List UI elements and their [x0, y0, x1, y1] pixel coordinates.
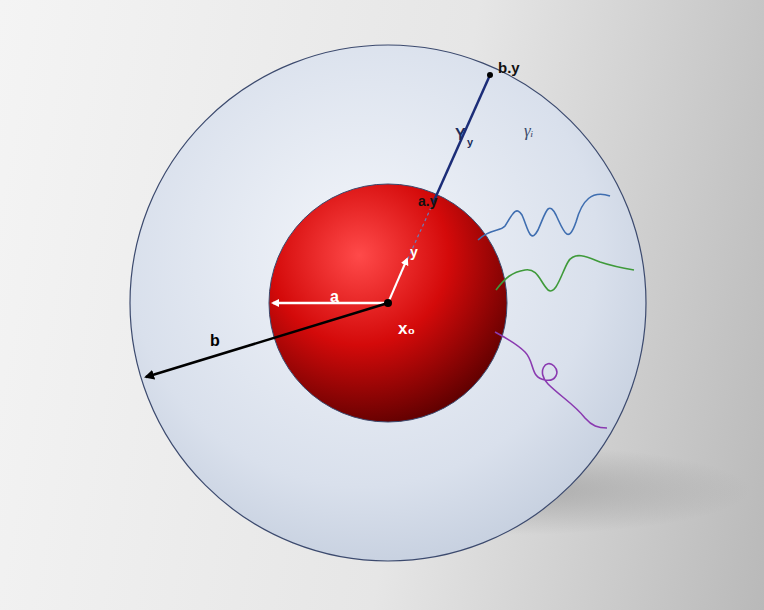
path-curve [496, 256, 634, 291]
radius-label: b [210, 333, 220, 349]
path-curve [478, 194, 610, 240]
point-label: a.y [418, 194, 437, 208]
dashed-ray [388, 203, 433, 303]
ray-segment [433, 75, 490, 203]
point-dot [487, 72, 493, 78]
curve-label: γᵢ [524, 122, 533, 139]
point-label: b.y [498, 60, 520, 75]
vector-label: y [410, 245, 418, 259]
segment-label: Y [455, 127, 466, 143]
inner-sphere [269, 184, 507, 422]
unit-vector-arrow [388, 259, 407, 303]
center-dot [384, 299, 392, 307]
center-label: x₀ [398, 320, 415, 337]
path-curve [495, 332, 607, 428]
subscript-label: y [467, 137, 473, 148]
radius-arrow [146, 303, 388, 377]
outer-sphere [130, 45, 646, 561]
radius-label: a [330, 289, 339, 305]
